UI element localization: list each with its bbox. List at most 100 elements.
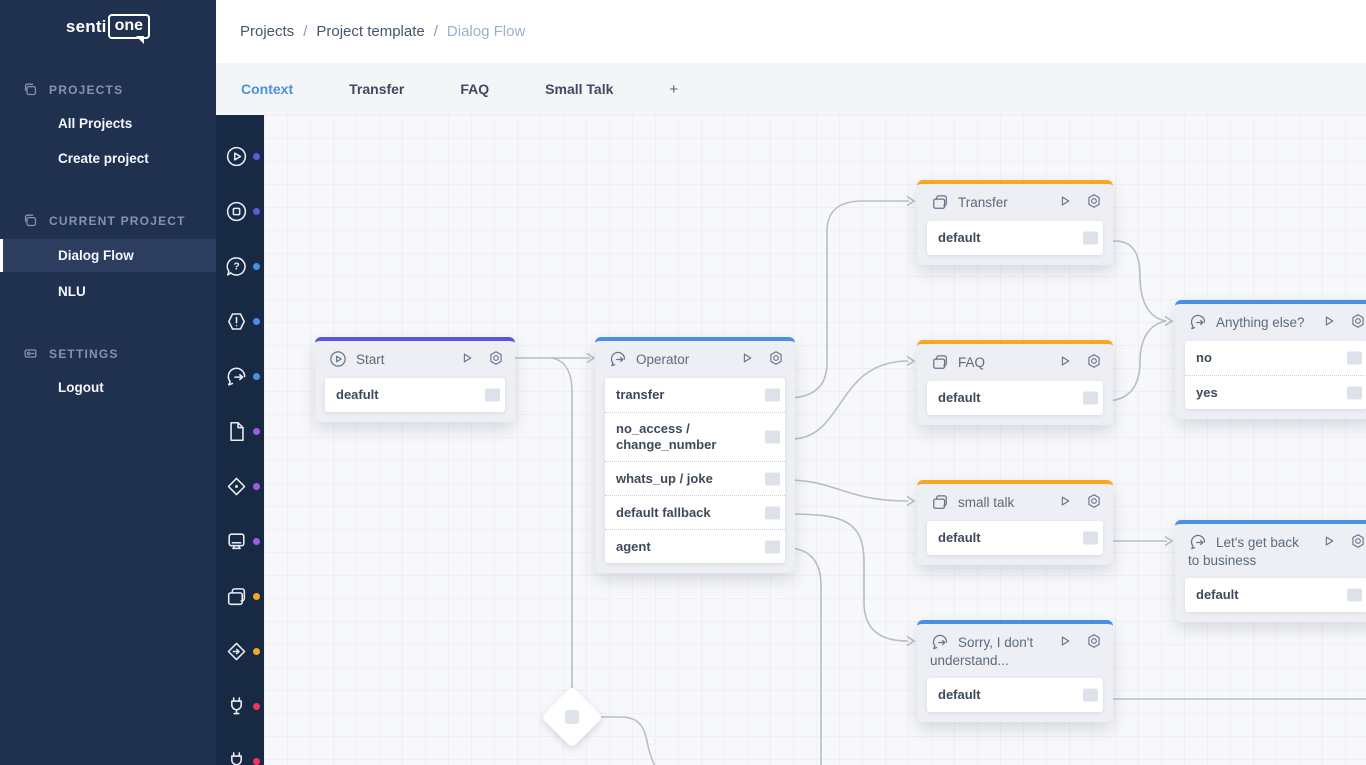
flow-node-operator[interactable]: Operator transfer no_access / change_num… (595, 337, 795, 573)
connector-handle[interactable] (1083, 688, 1098, 702)
node-header[interactable]: Transfer (917, 184, 1113, 219)
palette-item-diamond-dot[interactable] (216, 469, 264, 503)
palette-item-display[interactable] (216, 524, 264, 558)
node-header[interactable]: Let's get back to business (1175, 524, 1366, 576)
node-play-button[interactable] (1056, 632, 1074, 654)
node-row-label: default (938, 390, 981, 405)
node-header[interactable]: Start (315, 341, 515, 376)
node-row[interactable]: no_access / change_number (605, 412, 785, 461)
node-play-button[interactable] (1056, 352, 1074, 374)
node-header[interactable]: Operator (595, 341, 795, 376)
node-row[interactable]: transfer (605, 378, 785, 412)
node-settings-button[interactable] (1085, 192, 1103, 214)
flow-canvas[interactable]: Start deafult Operator transfer no_acces… (264, 115, 1366, 765)
node-row[interactable]: default (927, 521, 1103, 555)
tab-transfer[interactable]: Transfer (349, 81, 405, 97)
node-play-button[interactable] (1320, 532, 1338, 554)
connector-handle[interactable] (1083, 391, 1098, 405)
flow-node-sorry[interactable]: Sorry, I don't understand... default (917, 620, 1113, 722)
sidebar-item-all-projects[interactable]: All Projects (58, 116, 133, 131)
operator-transfer-link (786, 200, 909, 399)
palette-item-alert-hexagon[interactable] (216, 304, 264, 338)
node-row[interactable]: deafult (325, 378, 505, 412)
node-title: Start (356, 352, 385, 367)
connector-handle[interactable] (765, 388, 780, 402)
flow-node-anything-else[interactable]: Anything else? no yes (1175, 300, 1366, 419)
node-row[interactable]: default (927, 381, 1103, 415)
node-play-button[interactable] (1056, 492, 1074, 514)
palette-item-play-circle[interactable] (216, 139, 264, 173)
node-play-button[interactable] (1320, 312, 1338, 334)
flow-node-small-talk[interactable]: small talk default (917, 480, 1113, 565)
flow-node-transfer[interactable]: Transfer default (917, 180, 1113, 265)
sidebar-section-projects: PROJECTS All Projects Create project (0, 75, 216, 178)
node-row-label: no (1196, 350, 1212, 365)
node-play-button[interactable] (738, 349, 756, 371)
connector-handle[interactable] (1347, 351, 1362, 365)
node-row[interactable]: whats_up / joke (605, 461, 785, 495)
node-settings-button[interactable] (1085, 352, 1103, 374)
node-row[interactable]: default (1185, 578, 1366, 612)
node-row[interactable]: agent (605, 529, 785, 563)
sidebar-item-logout[interactable]: Logout (58, 380, 104, 395)
connector-handle[interactable] (765, 430, 780, 444)
node-settings-button[interactable] (1085, 492, 1103, 514)
chat-arrow-icon (1190, 314, 1206, 330)
node-play-icon (1061, 356, 1070, 366)
node-settings-button[interactable] (1349, 312, 1366, 334)
connector-handle[interactable] (765, 506, 780, 519)
node-row-label: transfer (616, 387, 665, 402)
connector-handle[interactable] (1347, 386, 1362, 399)
flow-node-faq[interactable]: FAQ default (917, 340, 1113, 425)
connector-handle[interactable] (765, 472, 780, 485)
document-icon (230, 421, 244, 441)
node-header[interactable]: Anything else? (1175, 304, 1366, 339)
node-row[interactable]: default (927, 221, 1103, 255)
flow-node-start[interactable]: Start deafult (315, 337, 515, 422)
node-settings-button[interactable] (1349, 532, 1366, 554)
card-stack-icon (227, 587, 246, 605)
tab-context[interactable]: Context (241, 81, 294, 97)
palette-status-dot (253, 647, 260, 655)
connector-handle[interactable] (1083, 231, 1098, 245)
node-settings-button[interactable] (1085, 632, 1103, 654)
palette-item-chat-arrow[interactable] (216, 359, 264, 393)
node-settings-button[interactable] (767, 349, 785, 371)
node-row[interactable]: default (927, 678, 1103, 712)
node-row[interactable]: default fallback (605, 495, 785, 529)
palette-item-card-stack[interactable] (216, 579, 264, 613)
node-header[interactable]: FAQ (917, 344, 1113, 379)
connector-handle[interactable] (1347, 588, 1362, 602)
palette-status-dot (253, 262, 260, 270)
palette-item-plug[interactable] (216, 689, 264, 723)
add-tab-button[interactable]: + (669, 80, 679, 98)
palette-item-question-bubble[interactable]: ? (216, 249, 264, 283)
node-row[interactable]: yes (1185, 375, 1366, 409)
connector-handle[interactable] (765, 540, 780, 553)
node-row[interactable]: no (1185, 341, 1366, 375)
palette-item-document[interactable] (216, 414, 264, 448)
node-header[interactable]: small talk (917, 484, 1113, 519)
breadcrumb-project-template[interactable]: Project template (316, 23, 425, 40)
sidebar-item-create-project[interactable]: Create project (58, 151, 149, 166)
faq-anything-link (1104, 320, 1167, 402)
sidebar-item-nlu[interactable]: NLU (58, 284, 86, 299)
tab-small-talk[interactable]: Small Talk (545, 81, 614, 97)
node-settings-button[interactable] (487, 349, 505, 371)
node-gear-icon (490, 351, 502, 365)
palette-item-diamond-arrow[interactable] (216, 634, 264, 668)
connector-handle[interactable] (1083, 531, 1098, 545)
node-play-button[interactable] (458, 349, 476, 371)
palette-item-stop-circle[interactable] (216, 194, 264, 228)
breadcrumb-projects[interactable]: Projects (240, 23, 295, 40)
flow-node-lets-get-back[interactable]: Let's get back to business default (1175, 520, 1366, 622)
palette-item-plug[interactable] (216, 744, 264, 765)
node-title: Anything else? (1216, 315, 1305, 330)
node-play-button[interactable] (1056, 192, 1074, 214)
tab-faq[interactable]: FAQ (460, 81, 490, 97)
sidebar-section-current-project: CURRENT PROJECT Dialog Flow NLU (0, 206, 216, 311)
connector-handle[interactable] (485, 388, 500, 402)
node-header[interactable]: Sorry, I don't understand... (917, 624, 1113, 676)
sidebar-item-dialog-flow[interactable]: Dialog Flow (0, 239, 216, 272)
